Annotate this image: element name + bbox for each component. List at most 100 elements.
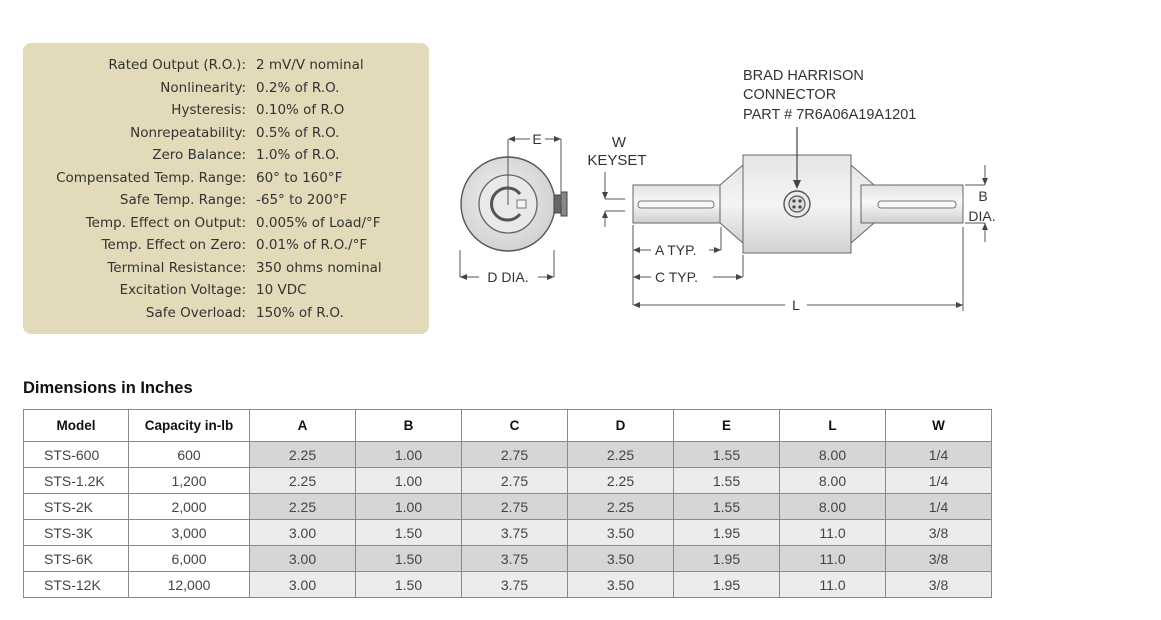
cell-d: 2.25	[567, 441, 674, 468]
spec-row: Temp. Effect on Output: 0.005% of Load/°…	[23, 215, 429, 237]
spec-label: Compensated Temp. Range:	[56, 169, 246, 186]
cell-e: 1.55	[673, 493, 780, 520]
spec-row: Zero Balance: 1.0% of R.O.	[23, 147, 429, 169]
cell-capacity: 2,000	[128, 493, 250, 520]
cell-e: 1.95	[673, 519, 780, 546]
spec-row: Nonrepeatability: 0.5% of R.O.	[23, 125, 429, 147]
connector-callout-line1: BRAD HARRISON	[743, 68, 864, 84]
cell-model: STS-2K	[23, 493, 129, 520]
spec-row: Rated Output (R.O.): 2 mV/V nominal	[23, 57, 429, 79]
table-header-row: Model Capacity in-lb A B C D E L W	[23, 409, 992, 442]
dimensions-table: Model Capacity in-lb A B C D E L W STS-6…	[23, 409, 992, 598]
column-header-b: B	[355, 409, 462, 442]
column-header-d: D	[567, 409, 674, 442]
cell-e: 1.55	[673, 467, 780, 494]
spec-row: Nonlinearity: 0.2% of R.O.	[23, 80, 429, 102]
cell-b: 1.50	[355, 545, 462, 572]
cell-w: 1/4	[885, 467, 992, 494]
cell-d: 2.25	[567, 493, 674, 520]
spec-label: Terminal Resistance:	[107, 259, 246, 276]
cell-l: 11.0	[779, 519, 886, 546]
spec-value: -65° to 200°F	[256, 192, 348, 208]
cell-c: 3.75	[461, 571, 568, 598]
cell-w: 3/8	[885, 545, 992, 572]
end-view	[460, 156, 568, 252]
dimension-b-dia-label: DIA.	[968, 208, 995, 224]
cell-b: 1.50	[355, 571, 462, 598]
cell-d: 3.50	[567, 545, 674, 572]
spec-value: 1.0% of R.O.	[256, 147, 340, 163]
column-header-w: W	[885, 409, 992, 442]
cell-model: STS-1.2K	[23, 467, 129, 494]
table-row: STS-12K 12,000 3.00 1.50 3.75 3.50 1.95 …	[23, 571, 992, 598]
spec-label: Temp. Effect on Output:	[85, 214, 246, 231]
cell-l: 8.00	[779, 441, 886, 468]
cell-b: 1.00	[355, 441, 462, 468]
spec-value: 0.01% of R.O./°F	[256, 237, 368, 253]
column-header-e: E	[673, 409, 780, 442]
connector-callout-line3: PART # 7R6A06A19A1201	[743, 107, 916, 123]
cell-c: 2.75	[461, 441, 568, 468]
table-row: STS-3K 3,000 3.00 1.50 3.75 3.50 1.95 11…	[23, 519, 992, 546]
spec-value: 2 mV/V nominal	[256, 57, 364, 73]
table-row: STS-2K 2,000 2.25 1.00 2.75 2.25 1.55 8.…	[23, 493, 992, 520]
cell-c: 3.75	[461, 545, 568, 572]
spec-value: 150% of R.O.	[256, 304, 344, 321]
cell-w: 1/4	[885, 493, 992, 520]
cell-w: 3/8	[885, 571, 992, 598]
spec-row: Safe Overload: 150% of R.O.	[23, 305, 429, 327]
cell-e: 1.95	[673, 545, 780, 572]
spec-label: Nonrepeatability:	[130, 124, 246, 141]
column-header-a: A	[249, 409, 356, 442]
side-view	[632, 154, 964, 254]
cell-b: 1.50	[355, 519, 462, 546]
spec-label: Zero Balance:	[152, 147, 246, 163]
cell-l: 11.0	[779, 571, 886, 598]
cell-l: 8.00	[779, 467, 886, 494]
spec-row: Temp. Effect on Zero: 0.01% of R.O./°F	[23, 237, 429, 259]
column-header-c: C	[461, 409, 568, 442]
cell-l: 8.00	[779, 493, 886, 520]
spec-row: Terminal Resistance: 350 ohms nominal	[23, 260, 429, 282]
cell-e: 1.55	[673, 441, 780, 468]
table-row: STS-6K 6,000 3.00 1.50 3.75 3.50 1.95 11…	[23, 545, 992, 572]
cell-c: 2.75	[461, 467, 568, 494]
cell-a: 3.00	[249, 571, 356, 598]
dimension-l-label: L	[792, 297, 800, 313]
cell-model: STS-3K	[23, 519, 129, 546]
cell-e: 1.95	[673, 571, 780, 598]
cell-c: 2.75	[461, 493, 568, 520]
table-row: STS-1.2K 1,200 2.25 1.00 2.75 2.25 1.55 …	[23, 467, 992, 494]
cell-capacity: 600	[128, 441, 250, 468]
dimension-a-label: A TYP.	[655, 242, 697, 258]
column-header-capacity: Capacity in-lb	[128, 409, 250, 442]
connector-callout-line2: CONNECTOR	[743, 87, 836, 103]
cell-b: 1.00	[355, 493, 462, 520]
spec-label: Hysteresis:	[171, 102, 246, 118]
cell-b: 1.00	[355, 467, 462, 494]
spec-value: 10 VDC	[256, 282, 307, 298]
cell-c: 3.75	[461, 519, 568, 546]
cell-a: 3.00	[249, 545, 356, 572]
spec-value: 350 ohms nominal	[256, 259, 382, 276]
spec-label: Rated Output (R.O.):	[108, 57, 246, 73]
dimension-w-label: W	[612, 134, 627, 151]
dimensions-heading: Dimensions in Inches	[23, 379, 193, 397]
spec-value: 0.5% of R.O.	[256, 124, 340, 141]
cell-a: 2.25	[249, 493, 356, 520]
cell-model: STS-12K	[23, 571, 129, 598]
column-header-l: L	[779, 409, 886, 442]
table-row: STS-600 600 2.25 1.00 2.75 2.25 1.55 8.0…	[23, 441, 992, 468]
cell-w: 1/4	[885, 441, 992, 468]
spec-label: Excitation Voltage:	[119, 282, 246, 298]
cell-capacity: 6,000	[128, 545, 250, 572]
column-header-model: Model	[23, 409, 129, 442]
dimension-d-label: D DIA.	[487, 269, 528, 285]
spec-label: Safe Temp. Range:	[119, 192, 246, 208]
spec-row: Excitation Voltage: 10 VDC	[23, 282, 429, 304]
cell-capacity: 3,000	[128, 519, 250, 546]
cell-d: 3.50	[567, 519, 674, 546]
load-cell-drawing: E D DIA. W KEYSET BRAD HARRISON CONNECTO…	[459, 68, 996, 313]
dimension-e-label: E	[532, 131, 541, 147]
spec-value: 0.2% of R.O.	[256, 79, 340, 96]
